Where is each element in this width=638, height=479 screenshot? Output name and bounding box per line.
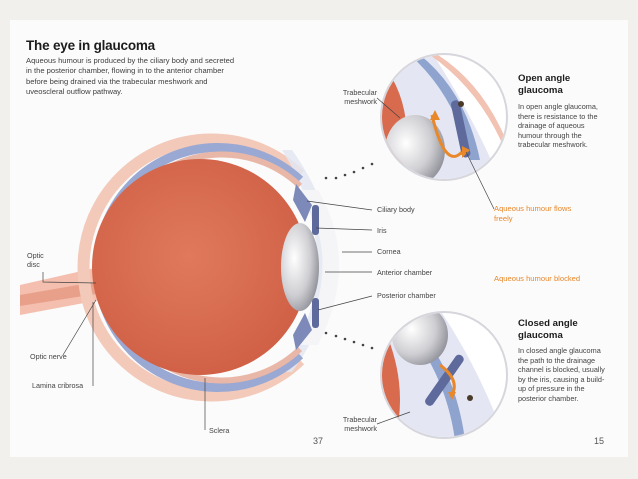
closed-angle-heading: Closed angle glaucoma [518,318,598,341]
vitreous-body [92,159,308,375]
label-posterior-chamber: Posterior chamber [377,291,436,300]
closed-angle-callout: Aqueous humour blocked [494,274,584,284]
closed-angle-magnifier [380,305,507,440]
label-iris: Iris [377,226,387,235]
open-angle-callout: Aqueous humour flows freely [494,204,584,223]
label-anterior-chamber: Anterior chamber [377,268,432,277]
label-lamina-cribrosa: Lamina cribrosa [32,381,83,390]
label-optic-nerve: Optic nerve [30,352,67,361]
label-cornea: Cornea [377,247,401,256]
iris-upper [312,205,319,235]
page-title: The eye in glaucoma [26,38,155,53]
iris-lower [312,298,319,328]
label-optic-disc: Optic disc [27,251,57,269]
lens [281,223,319,311]
open-angle-description: In open angle glaucoma, there is resista… [518,102,608,150]
intro-text: Aqueous humour is produced by the ciliar… [26,56,241,98]
closed-angle-description: In closed angle glaucoma the path to the… [518,346,610,404]
label-trabecular-meshwork-bottom: Trabecular meshwork [322,415,377,433]
label-sclera: Sclera [209,426,229,435]
label-trabecular-meshwork-top: Trabecular meshwork [327,88,377,106]
open-angle-heading: Open angle glaucoma [518,73,598,96]
page-number-left: 37 [313,436,323,446]
label-ciliary-body: Ciliary body [377,205,415,214]
page-number-right: 15 [594,436,604,446]
